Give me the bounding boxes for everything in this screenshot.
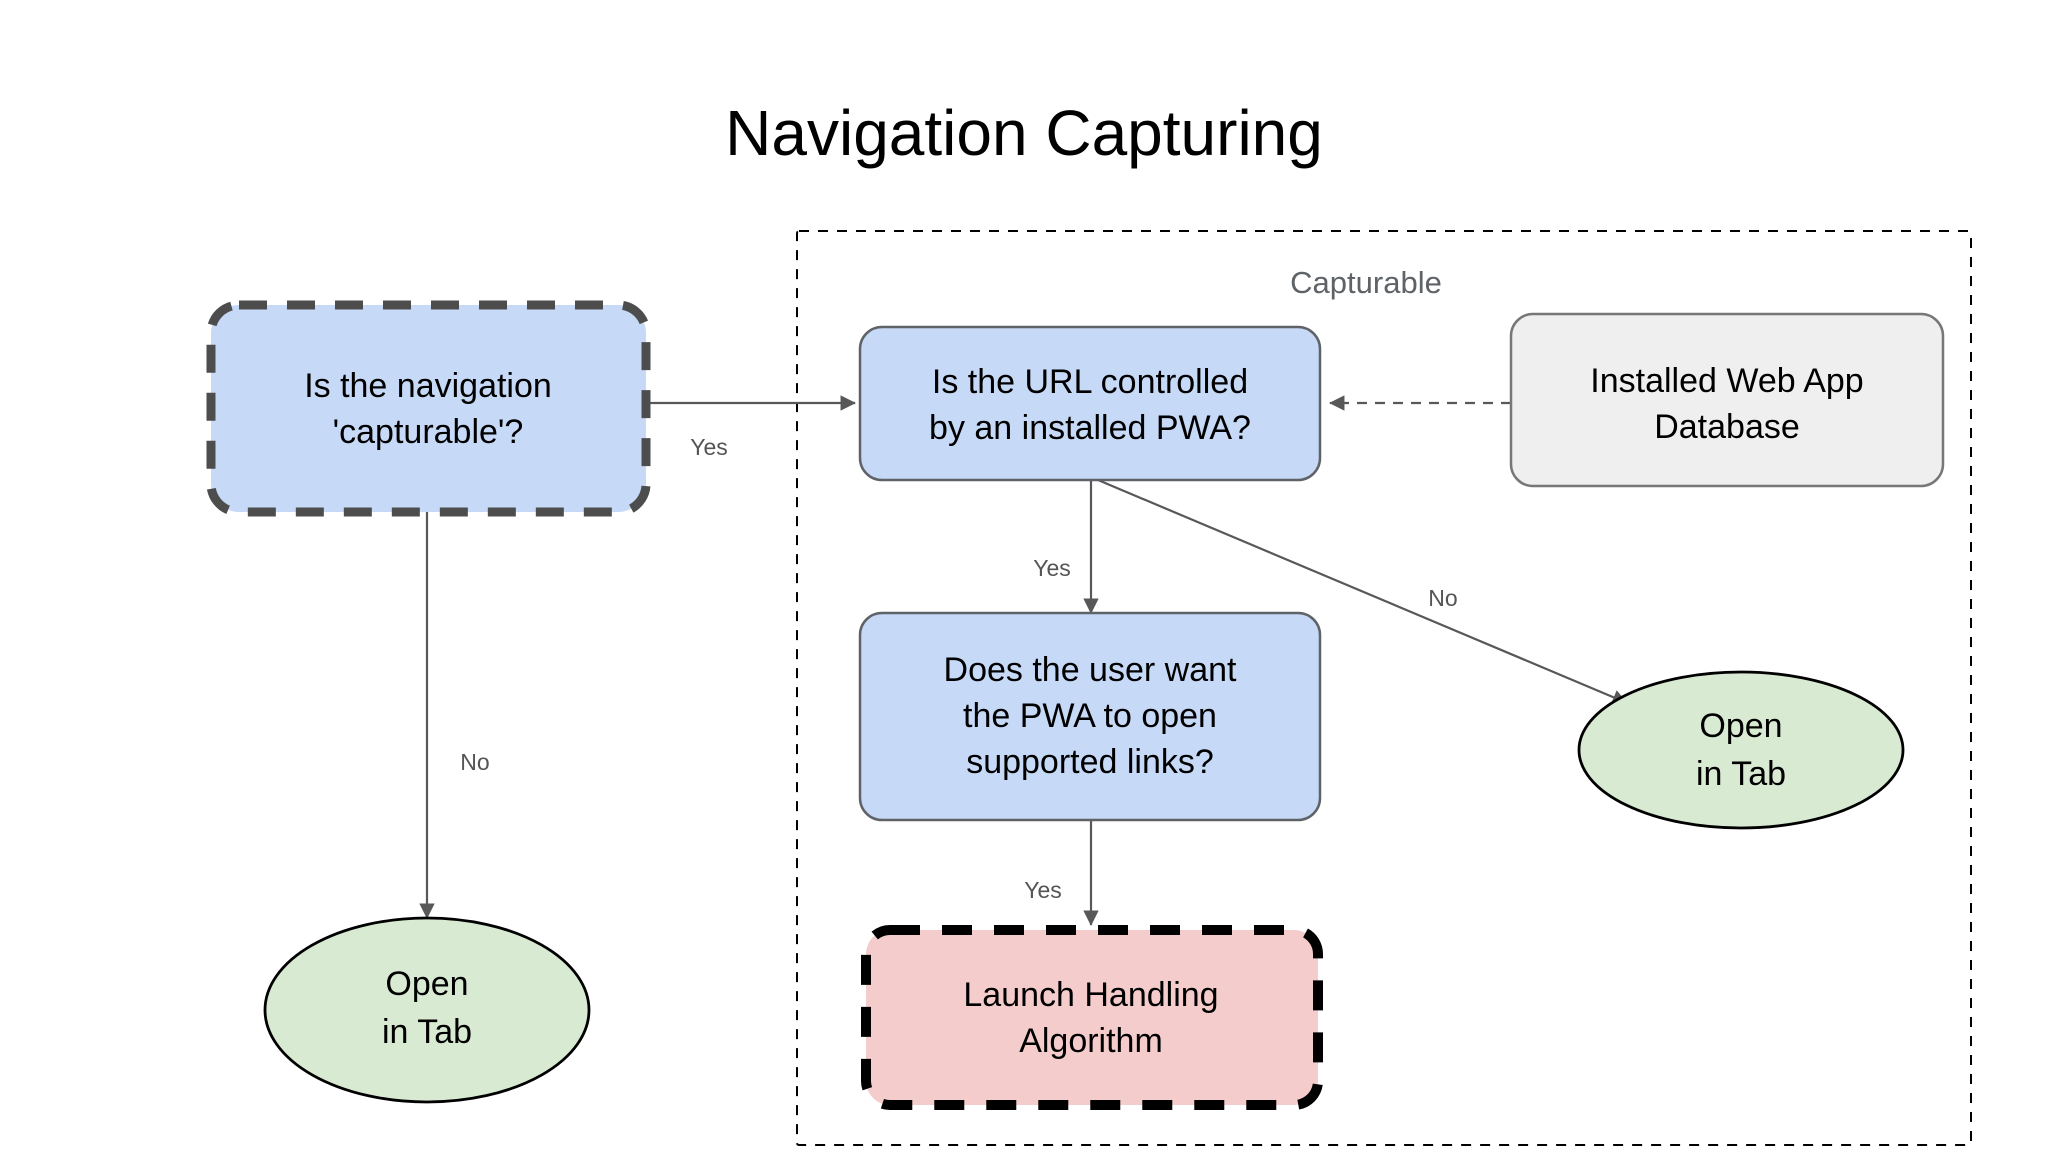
node-open-in-tab-left-line-1: in Tab (382, 1013, 472, 1051)
node-is-capturable-line-0: Is the navigation (304, 367, 552, 405)
node-launch-handling-algorithm-line-0: Launch Handling (963, 976, 1218, 1014)
edge-url-no: No (1097, 478, 1628, 705)
node-url-controlled-line-1: by an installed PWA? (929, 409, 1251, 447)
node-is-capturable-line-1: 'capturable'? (333, 413, 524, 451)
edge-url-yes: Yes (1033, 480, 1099, 614)
node-open-in-tab-right-line-1: in Tab (1696, 755, 1786, 793)
capturable-group-border (796, 230, 1972, 1146)
edge-capturable-no: No (419, 512, 490, 919)
node-url-controlled-shape (858, 325, 1322, 482)
node-is-capturable[interactable]: Is the navigation 'capturable'? (206, 300, 651, 517)
node-installed-web-app-database-line-1: Database (1654, 408, 1800, 446)
node-open-in-tab-left-shape (263, 916, 591, 1104)
node-is-capturable-shape (206, 300, 651, 517)
node-user-wants-pwa-line-2: supported links? (966, 743, 1214, 781)
edge-label-url-no: No (1428, 585, 1457, 611)
edge-user-yes: Yes (1024, 820, 1099, 926)
node-user-wants-pwa[interactable]: Does the user want the PWA to open suppo… (858, 611, 1322, 822)
node-installed-web-app-database-line-0: Installed Web App (1590, 362, 1863, 400)
capturable-group-label: Capturable (1290, 265, 1442, 300)
node-open-in-tab-left-line-0: Open (385, 965, 468, 1003)
edge-label-url-yes: Yes (1033, 555, 1071, 581)
node-launch-handling-algorithm-shape (861, 925, 1323, 1110)
node-open-in-tab-right-line-0: Open (1699, 707, 1782, 745)
node-url-controlled-line-0: Is the URL controlled (932, 363, 1248, 401)
node-installed-web-app-database[interactable]: Installed Web App Database (1509, 312, 1945, 488)
edge-label-user-yes: Yes (1024, 877, 1062, 903)
node-launch-handling-algorithm[interactable]: Launch Handling Algorithm (861, 925, 1323, 1110)
node-installed-web-app-database-shape (1509, 312, 1945, 488)
page-title: Navigation Capturing (725, 97, 1323, 169)
node-user-wants-pwa-line-1: the PWA to open (963, 697, 1217, 735)
node-url-controlled[interactable]: Is the URL controlled by an installed PW… (858, 325, 1322, 482)
node-user-wants-pwa-shape (858, 611, 1322, 822)
node-user-wants-pwa-line-0: Does the user want (944, 651, 1237, 689)
node-open-in-tab-right[interactable]: Open in Tab (1577, 670, 1905, 830)
node-launch-handling-algorithm-line-1: Algorithm (1019, 1022, 1163, 1060)
node-open-in-tab-right-shape (1577, 670, 1905, 830)
edge-label-capturable-yes: Yes (690, 434, 728, 460)
edge-capturable-yes: Yes (646, 395, 856, 460)
edge-label-capturable-no: No (460, 749, 489, 775)
node-open-in-tab-left[interactable]: Open in Tab (263, 916, 591, 1104)
